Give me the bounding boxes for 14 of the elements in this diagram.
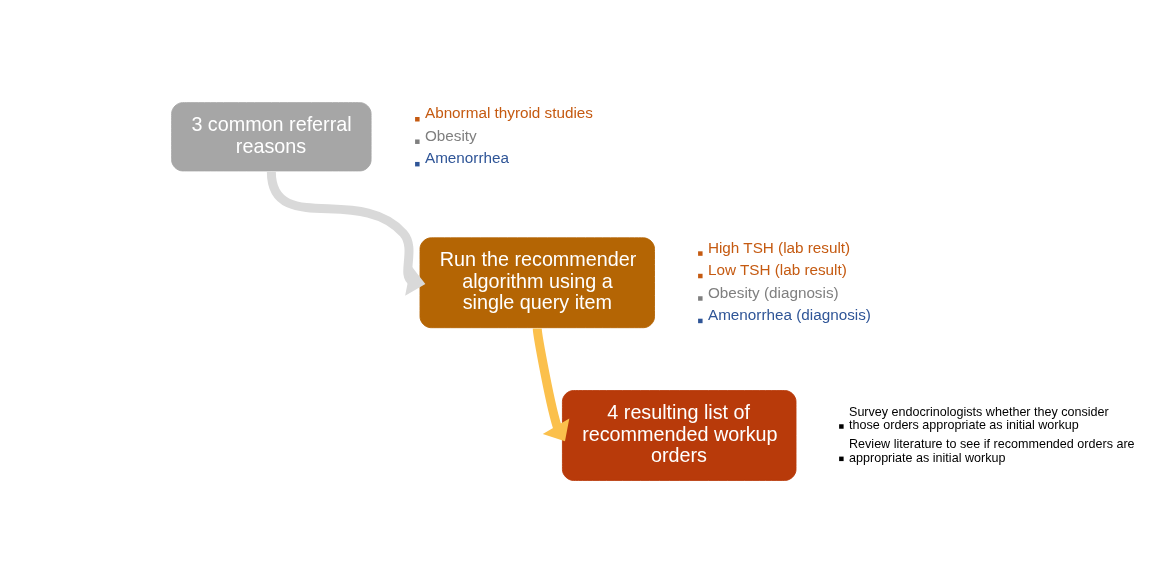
node-label: High TSH (lab result) xyxy=(707,238,851,256)
node-label: Amenorrhea xyxy=(424,149,509,167)
node-label: Low TSH (lab result) xyxy=(707,261,847,279)
arrow xyxy=(266,171,426,296)
node-label: Review literature to see if recommended orders are appropriate as initial workup xyxy=(849,437,1135,465)
node-box: 3 common referral reasons xyxy=(171,102,372,172)
node-label: Obesity xyxy=(424,126,477,144)
arrow xyxy=(532,328,570,442)
node-label: Obesity (diagnosis) xyxy=(707,283,839,301)
node-box: Run the recommender algorithm using a single query item xyxy=(419,237,655,329)
node-label: Abnormal thyroid studies xyxy=(424,104,593,122)
node-label: Survey endocrinologists whether they consider those orders appropriate as initial workup xyxy=(849,404,1109,433)
node-box: 4 resulting list of recommended workup orders xyxy=(561,390,797,481)
node-label: Amenorrhea (diagnosis) xyxy=(707,306,871,324)
